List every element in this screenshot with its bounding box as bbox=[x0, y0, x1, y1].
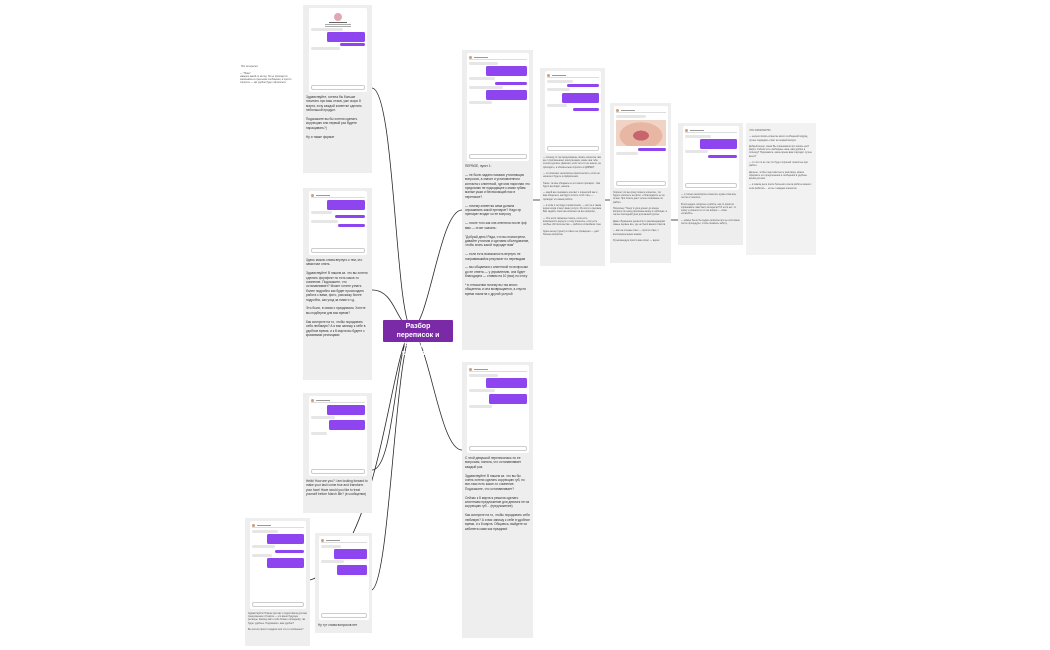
link-c1 bbox=[371, 87, 413, 331]
card-analysis-6[interactable]: ЧТО ХАРАКТЕРНО: — нельзя писать клиентке… bbox=[746, 123, 816, 255]
chat-screenshot bbox=[308, 396, 367, 476]
card-message-4[interactable]: Здравствуйте! Помню про вас и подготовил… bbox=[245, 518, 310, 646]
card-text: Ну тут снова вопросов нет bbox=[318, 623, 358, 627]
avatar bbox=[684, 128, 688, 132]
note-left[interactable]: Вот интересно: — "Ниже" наверно какой-то… bbox=[240, 62, 298, 84]
avatar bbox=[333, 13, 342, 21]
card-message-5[interactable]: Ну тут снова вопросов нет bbox=[315, 533, 372, 633]
chat-screenshot bbox=[308, 8, 367, 92]
chat-screenshot bbox=[613, 106, 668, 188]
avatar bbox=[310, 398, 314, 402]
chat-input bbox=[320, 613, 367, 618]
chat-input bbox=[468, 154, 527, 159]
chat-input bbox=[684, 183, 737, 188]
card-text: ПЕРВОЕ, пункт 1: — не было задано никаки… bbox=[465, 164, 530, 296]
card-text: Здравствуйте! Помню про вас и подготовил… bbox=[248, 612, 308, 625]
avatar bbox=[615, 108, 619, 112]
card-analysis-1[interactable]: ПЕРВОЕ, пункт 1: — не было задано никаки… bbox=[462, 50, 533, 350]
card-text: — почему-то так продолжаешь писать клиен… bbox=[543, 156, 602, 236]
chat-screenshot bbox=[308, 191, 367, 255]
chat-screenshot bbox=[318, 536, 369, 620]
card-text: — и только на вопросы клиентки, нужно от… bbox=[681, 193, 740, 225]
chat-screenshot bbox=[544, 71, 601, 153]
central-topic[interactable]: Разбор переписок и возврат клиентов bbox=[383, 320, 453, 357]
chat-screenshot bbox=[682, 126, 739, 190]
avatar bbox=[468, 367, 472, 371]
card-text: ЧТО ХАРАКТЕРНО: — нельзя писать клиентке… bbox=[749, 129, 812, 190]
chat-input bbox=[310, 469, 365, 474]
card-text: С этой девушкой переписалась по ее вопро… bbox=[465, 456, 530, 531]
chat-input bbox=[546, 146, 599, 151]
card-analysis-3[interactable]: — почему-то так продолжаешь писать клиен… bbox=[540, 68, 605, 266]
chat-screenshot bbox=[466, 53, 529, 161]
avatar bbox=[251, 523, 255, 527]
note-left-text: Вот интересно: — "Ниже" наверно какой-то… bbox=[240, 65, 292, 85]
profile-header bbox=[311, 13, 365, 27]
lips-photo bbox=[615, 120, 666, 146]
link-c5 bbox=[371, 329, 413, 591]
card-text: Здравствуйте, хотела бы больше почитать … bbox=[306, 95, 362, 139]
chat-input bbox=[468, 446, 527, 451]
card-analysis-4[interactable]: Хорошо что вы сразу пишете клиентке, что… bbox=[610, 103, 671, 263]
avatar bbox=[310, 193, 314, 197]
central-topic-title: Разбор переписок и возврат клиентов bbox=[396, 323, 440, 357]
chat-input bbox=[310, 85, 365, 90]
card-text: Hello! How are you? I am looking forward… bbox=[306, 479, 369, 497]
link-c6 bbox=[411, 209, 463, 331]
card-text: Хорошо что вы сразу пишете клиентке, что… bbox=[613, 191, 668, 243]
card-message-3[interactable]: Hello! How are you? I am looking forward… bbox=[303, 393, 372, 513]
card-message-2[interactable]: Здесь можно снова вернуть к тем, кто зам… bbox=[303, 188, 372, 380]
card-subtext: Вы хотели просто подарок или что-то особ… bbox=[248, 627, 304, 631]
chat-screenshot bbox=[249, 521, 306, 609]
chat-input bbox=[310, 248, 365, 253]
card-text: Здесь можно снова вернуть к тем, кто зам… bbox=[306, 258, 368, 337]
chat-input bbox=[251, 602, 304, 607]
card-message-1[interactable]: Здравствуйте, хотела бы больше почитать … bbox=[303, 5, 372, 173]
card-analysis-2[interactable]: С этой девушкой переписалась по ее вопро… bbox=[462, 362, 533, 638]
chat-input bbox=[615, 181, 666, 186]
avatar bbox=[320, 538, 324, 542]
chat-screenshot bbox=[466, 365, 529, 453]
card-analysis-5[interactable]: — и только на вопросы клиентки, нужно от… bbox=[678, 123, 743, 245]
avatar bbox=[468, 55, 472, 59]
avatar bbox=[546, 73, 550, 77]
